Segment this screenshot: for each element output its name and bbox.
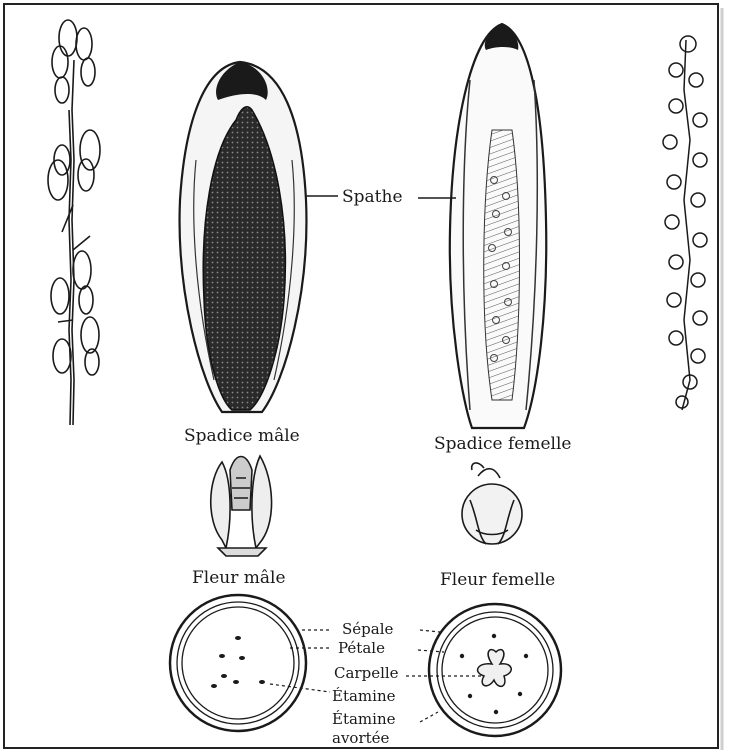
female-spathe-illustration	[450, 24, 546, 428]
female-flower-illustration	[462, 463, 522, 544]
male-floral-diagram	[170, 595, 306, 731]
female-floral-diagram	[429, 604, 561, 736]
etamine-avortee-label-line1: Étamine	[332, 710, 396, 728]
carpelle-label: Carpelle	[334, 664, 399, 682]
male-strand-illustration	[48, 20, 100, 425]
spathe-label: Spathe	[342, 187, 403, 207]
male-spathe-illustration	[180, 62, 307, 412]
etamine-avortee-label-line2: avortée	[332, 729, 390, 747]
female-strand-illustration	[663, 36, 707, 410]
fleur-femelle-label: Fleur femelle	[440, 570, 555, 590]
male-flower-illustration	[211, 456, 272, 556]
spadice-male-label: Spadice mâle	[184, 426, 300, 446]
etamine-label: Étamine	[332, 687, 396, 705]
fleur-male-label: Fleur mâle	[192, 568, 286, 588]
spadice-femelle-label: Spadice femelle	[434, 434, 571, 454]
sepale-label: Sépale	[342, 620, 393, 638]
petale-label: Pétale	[338, 639, 385, 657]
